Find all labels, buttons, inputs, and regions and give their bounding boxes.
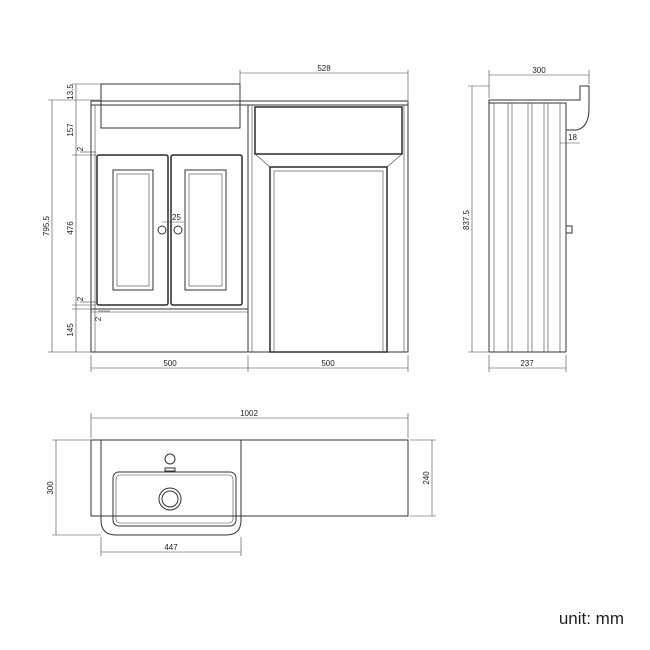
dim-width-right: 500	[321, 359, 335, 368]
wc-top-panel	[254, 106, 403, 155]
wc-door-inner	[273, 170, 384, 353]
side-view: 300 18 837.5 237	[462, 66, 590, 372]
side-knob	[565, 225, 573, 234]
side-top	[488, 85, 590, 131]
dim-knob-spacing: 25	[172, 213, 181, 222]
dim-basin-width: 447	[164, 543, 178, 552]
basin-block	[100, 83, 241, 129]
dim-depth-base: 237	[520, 359, 534, 368]
dim-door-height: 476	[66, 221, 75, 235]
door-right-panel-inner	[188, 173, 223, 287]
dim-countertop-height: 157	[66, 123, 75, 137]
top-view: 1002 300 240 447	[46, 409, 436, 556]
wc-shoulder-right	[386, 153, 403, 168]
dim-overall-width: 1002	[240, 409, 258, 418]
door-left	[96, 154, 169, 306]
dim-plinth: 145	[66, 323, 75, 337]
dim-depth-top: 300	[532, 66, 546, 75]
front-view: 528 25 795.5 13.5 157 2 476 2 2 145 500 …	[42, 64, 409, 372]
dim-gap-bottom: 2	[76, 296, 85, 301]
dim-width-left: 500	[163, 359, 177, 368]
dim-overhang: 18	[568, 133, 577, 142]
dim-gap-door: 2	[94, 316, 103, 321]
door-left-panel-inner	[116, 173, 150, 287]
dim-top-depth: 300	[46, 481, 55, 495]
knob-right	[173, 225, 183, 235]
unit-label: unit: mm	[559, 609, 624, 628]
basin-outline	[100, 440, 242, 536]
top-outline	[90, 439, 409, 517]
door-right	[170, 154, 243, 306]
basin-bowl	[112, 471, 237, 527]
dim-gap-top: 2	[76, 146, 85, 151]
dim-total-height: 795.5	[42, 215, 51, 236]
door-left-panel	[112, 169, 154, 291]
dim-counter-depth: 240	[422, 471, 431, 485]
cabinet-outline	[90, 105, 409, 353]
dim-counter-width: 528	[317, 64, 331, 73]
door-right-panel	[184, 169, 227, 291]
drain	[158, 487, 182, 511]
wc-door	[269, 166, 388, 353]
tap-hole	[164, 453, 176, 465]
countertop	[90, 100, 409, 106]
knob-left	[157, 225, 167, 235]
dim-side-height: 837.5	[462, 209, 471, 230]
dim-top-lip: 13.5	[66, 84, 75, 100]
wc-shoulder-left	[254, 153, 271, 168]
